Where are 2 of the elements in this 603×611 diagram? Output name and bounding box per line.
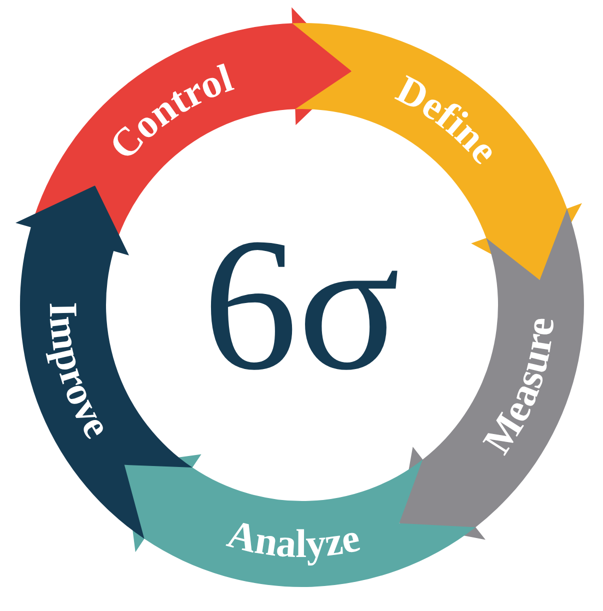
sigma-symbol-text: 6σ <box>202 205 400 405</box>
stage-label: Analyze <box>223 510 364 566</box>
